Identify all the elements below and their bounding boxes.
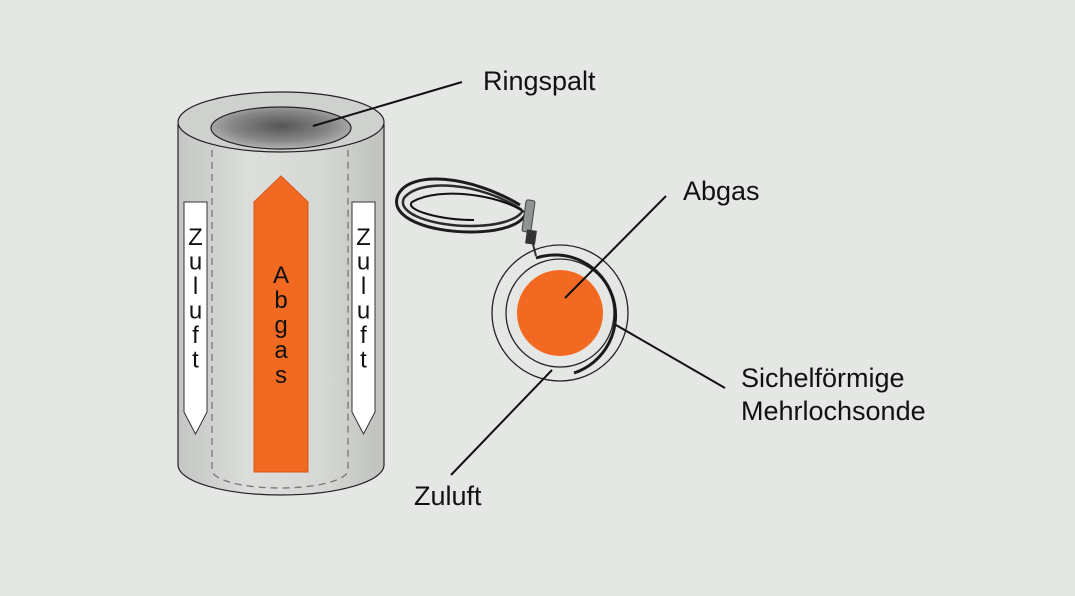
arrow-letter: f: [360, 322, 367, 349]
label-ringspalt: Ringspalt: [483, 66, 596, 96]
arrow-letter: t: [192, 347, 199, 374]
ringspalt-leader-line: [312, 81, 463, 127]
label-sichel-line1: Sichelförmige: [741, 363, 905, 393]
label-sichel-line2: Mehrlochsonde: [741, 396, 926, 426]
arrow-letter: g: [274, 312, 287, 339]
arrow-letter: s: [275, 362, 287, 389]
inner-tube-dashed: [211, 138, 349, 489]
zuluft-leader-line: [450, 369, 553, 476]
abgas-arrow: Abgas: [253, 175, 309, 473]
label-abgas: Abgas: [683, 176, 760, 206]
outer-ring: [491, 244, 629, 382]
arrow-letter: l: [193, 273, 198, 300]
probe-cable: [395, 177, 527, 234]
inner-ring: [505, 258, 615, 368]
arrow-letter: u: [189, 249, 202, 276]
arrow-letter: f: [192, 322, 199, 349]
zuluft-arrow-left: Zuluft: [183, 201, 208, 436]
arrow-letter: A: [273, 262, 289, 289]
arrow-letter: a: [274, 337, 288, 364]
arrow-letter: u: [189, 298, 202, 325]
arrow-letter: l: [361, 273, 366, 300]
abgas-leader-line: [564, 195, 667, 299]
arrow-letter: Z: [356, 224, 371, 251]
cross-section: [491, 244, 629, 382]
arrow-letter: Z: [188, 224, 203, 251]
arrow-letter: u: [357, 298, 370, 325]
label-zuluft: Zuluft: [414, 481, 482, 511]
probe-connector: [521, 199, 537, 257]
zuluft-arrow-right: Zuluft: [351, 201, 376, 436]
arrow-letter: t: [360, 347, 367, 374]
arrow-letter: u: [357, 249, 370, 276]
abgas-arrow-letters: Abgas: [273, 262, 289, 389]
zuluft-arrow-right-letters: Zuluft: [356, 224, 371, 374]
arrow-letter: b: [274, 287, 287, 314]
sickle-probe: [535, 253, 618, 375]
abgas-core: [517, 270, 603, 356]
zuluft-arrow-left-letters: Zuluft: [188, 224, 203, 374]
cylinder-inner-opening: [210, 106, 352, 150]
sichel-leader-line: [615, 324, 726, 389]
